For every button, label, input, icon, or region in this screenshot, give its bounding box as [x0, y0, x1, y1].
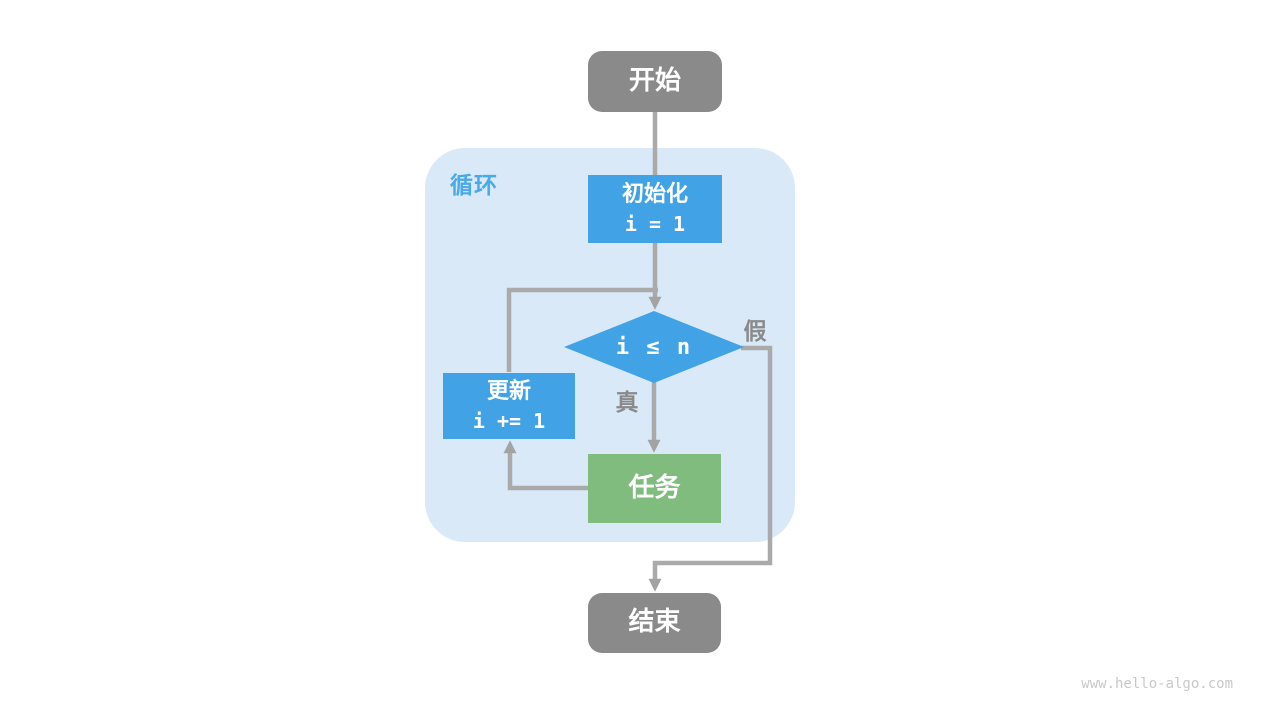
loop-container-label: 循环 [450, 173, 498, 199]
node-initialize-code: i = 1 [624, 211, 686, 236]
edge-label-false: 假 [743, 319, 767, 345]
node-task-label: 任务 [628, 472, 681, 503]
edge-label-true: 真 [615, 390, 639, 416]
node-initialize: 初始化 i = 1 [588, 175, 722, 243]
node-condition-label: i ≤ n [615, 334, 693, 360]
node-start-label: 开始 [628, 65, 681, 96]
watermark-text: www.hello-algo.com [1081, 676, 1233, 692]
edge-update-to-merge [506, 287, 658, 372]
node-initialize-title: 初始化 [621, 182, 688, 208]
edge-condition-false-to-end [648, 345, 773, 592]
node-update-code: i += 1 [472, 408, 546, 433]
node-start: 开始 [588, 51, 722, 112]
edge-task-to-update [503, 440, 590, 491]
node-update: 更新 i += 1 [443, 373, 575, 439]
node-end: 结束 [588, 593, 721, 653]
condition-diamond-shape [564, 311, 744, 383]
node-update-title: 更新 [486, 379, 531, 405]
node-end-label: 结束 [628, 607, 681, 638]
node-task: 任务 [588, 454, 721, 523]
